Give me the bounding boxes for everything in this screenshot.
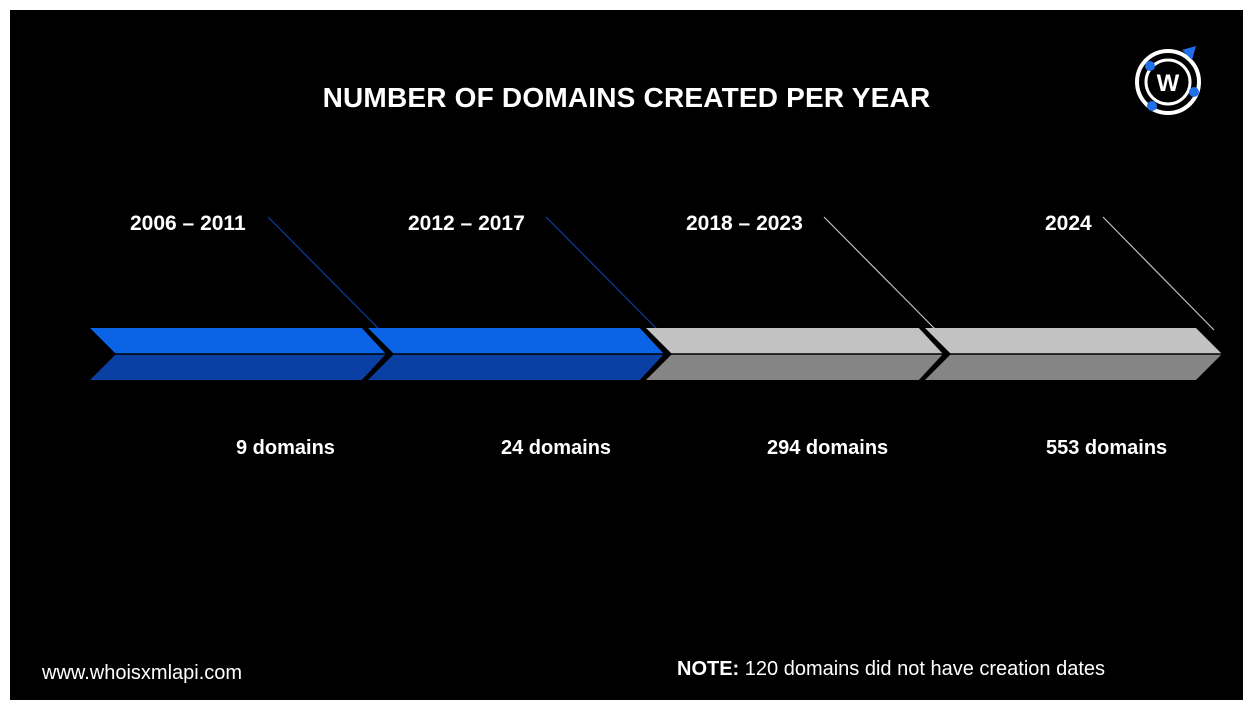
timeline-arrows <box>90 216 1222 384</box>
timeline-segment-2012-2017 <box>368 328 666 380</box>
whoisxmlapi-logo-icon: W <box>1135 46 1201 115</box>
timeline-segment-2006-2011 <box>90 328 388 380</box>
footnote: NOTE: 120 domains did not have creation … <box>677 658 1105 681</box>
period-label-2024: 2024 <box>1045 212 1092 235</box>
domain-count-2006-2011: 9 domains <box>236 437 335 459</box>
period-label-2018-2023: 2018 – 2023 <box>686 212 803 235</box>
leader-line-2012-2017 <box>545 216 659 331</box>
period-label-2006-2011: 2006 – 2011 <box>130 212 246 235</box>
timeline-segment-2018-2023 <box>646 328 945 380</box>
infographic-slide: NUMBER OF DOMAINS CREATED PER YEAR W <box>10 10 1243 700</box>
note-text: 120 domains did not have creation dates <box>739 658 1106 680</box>
website-url: www.whoisxmlapi.com <box>42 662 243 684</box>
note-label: NOTE: <box>677 658 740 680</box>
page-title: NUMBER OF DOMAINS CREATED PER YEAR <box>322 82 931 113</box>
leader-line-2006-2011 <box>267 216 381 331</box>
svg-text:W: W <box>1157 70 1180 97</box>
leader-line-2018-2023 <box>823 216 937 331</box>
domain-count-2024: 553 domains <box>1046 437 1168 459</box>
timeline-segment-2024 <box>925 328 1222 380</box>
domain-count-2018-2023: 294 domains <box>767 437 889 459</box>
domain-count-2012-2017: 24 domains <box>501 437 612 459</box>
leader-line-2024 <box>1102 216 1215 331</box>
period-label-2012-2017: 2012 – 2017 <box>408 212 525 235</box>
